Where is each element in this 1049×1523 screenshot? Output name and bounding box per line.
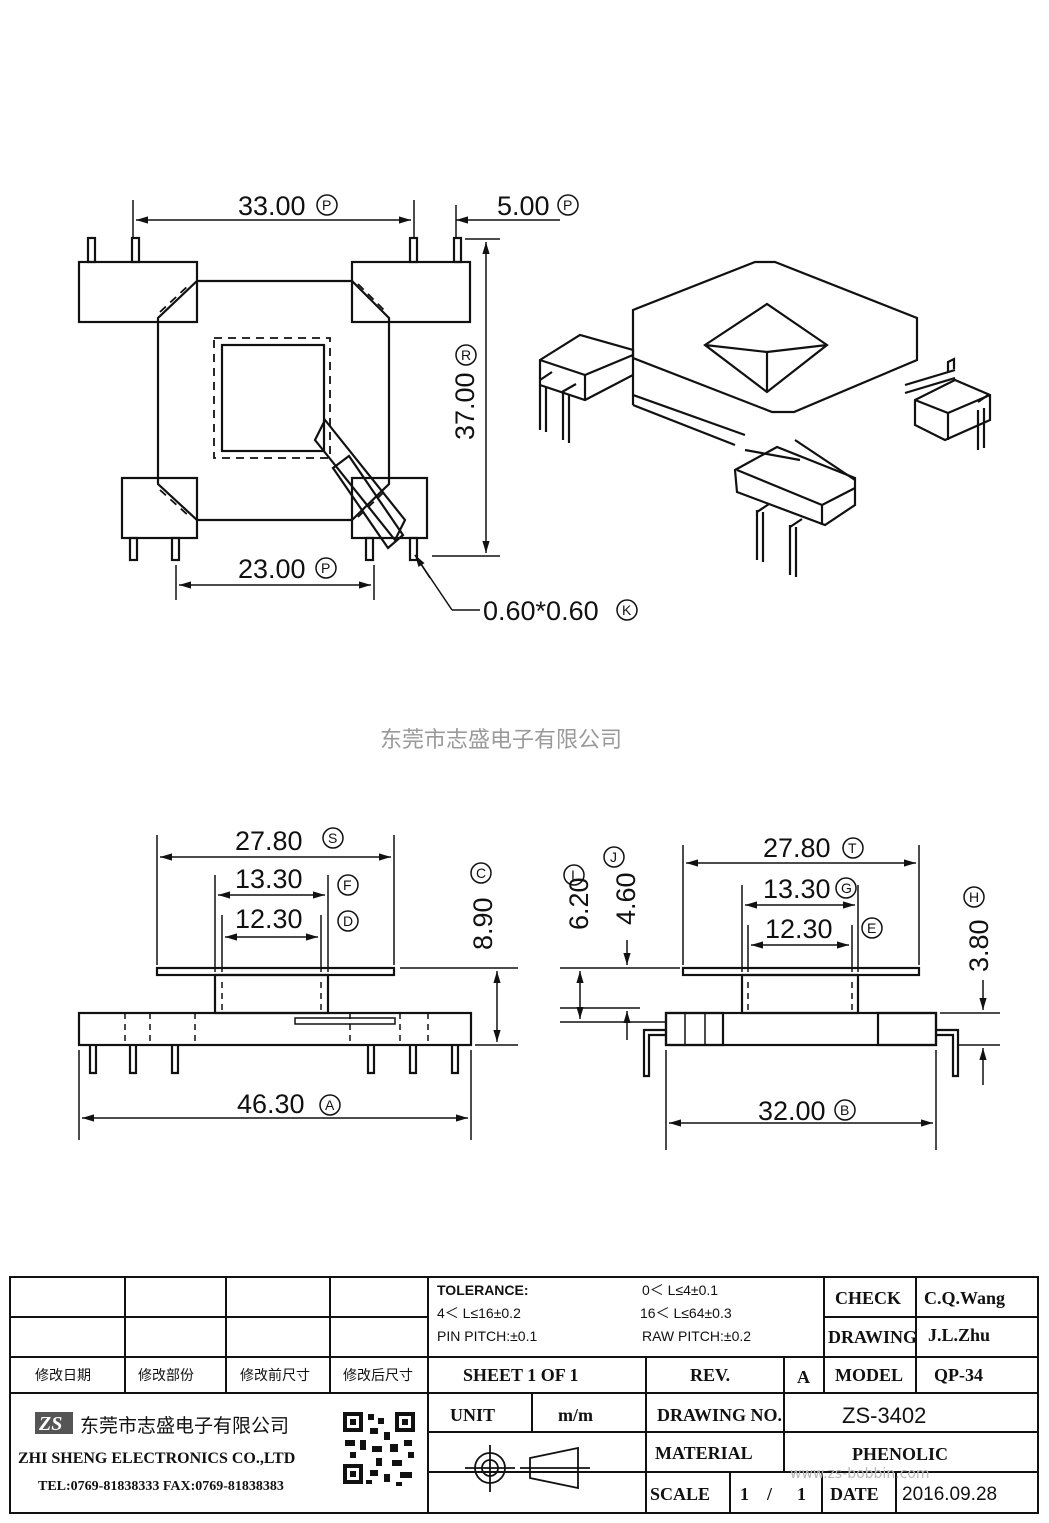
material-value: PHENOLIC (852, 1444, 948, 1464)
front-view (77, 966, 473, 1075)
tolerance-1: 0＜ L≤4±0.1 (642, 1282, 718, 1298)
company-name-cn: 东莞市志盛电子有限公司 (80, 1415, 289, 1437)
dim-pin-size: 0.60*0.60 (483, 596, 599, 626)
url-watermark: www.zs-bobbin.com (790, 1466, 930, 1482)
pin-pitch: PIN PITCH:±0.1 (437, 1328, 537, 1344)
svg-text:D: D (343, 913, 353, 929)
date-label: DATE (830, 1484, 879, 1504)
tolerance-3: 16＜ L≤64±0.3 (640, 1305, 732, 1321)
top-view-wing-rb (350, 476, 429, 540)
svg-text:I: I (571, 867, 575, 883)
svg-text:C: C (476, 865, 486, 881)
isometric-view (538, 260, 992, 577)
svg-text:37.00: 37.00 (450, 372, 480, 440)
dim-front-mid1: 13.30 (235, 864, 303, 894)
drawing-no-value: ZS-3402 (842, 1403, 926, 1428)
dim-tag-circle: P (316, 194, 338, 216)
svg-text:S: S (328, 830, 337, 846)
date-value: 2016.09.28 (902, 1484, 997, 1505)
rev-header-after: 修改后尺寸 (343, 1367, 413, 1383)
svg-text:T: T (848, 840, 857, 856)
top-view-body (156, 279, 391, 522)
rev-value: A (797, 1367, 810, 1387)
model-label: MODEL (835, 1365, 903, 1385)
dim-top-pitch: 23.00 (238, 554, 306, 584)
dim-side-h2: 4.60 (611, 872, 641, 925)
unit-label: UNIT (450, 1405, 495, 1425)
rev-header-before: 修改前尺寸 (240, 1367, 310, 1383)
dim-front-height: 8.90 (468, 897, 498, 950)
dim-top-height: 37.00 (450, 372, 480, 440)
tolerance-2: 4＜ L≤16±0.2 (437, 1305, 521, 1321)
svg-text:6.20: 6.20 (564, 877, 594, 930)
dim-front-mid2: 12.30 (235, 904, 303, 934)
model-value: QP-34 (934, 1365, 983, 1385)
tolerance-label: TOLERANCE: (437, 1282, 529, 1298)
svg-text:H: H (969, 889, 979, 905)
top-view-wing-lb (120, 476, 199, 540)
svg-text:G: G (841, 880, 852, 896)
drawing-label: DRAWING (828, 1327, 917, 1347)
dim-side-mid1: 13.30 (763, 874, 831, 904)
svg-text:3.80: 3.80 (964, 919, 994, 972)
dim-side-base: 32.00 (758, 1096, 826, 1126)
check-label: CHECK (835, 1288, 901, 1308)
svg-text:P: P (563, 197, 572, 213)
dim-side-mid2: 12.30 (765, 914, 833, 944)
qr-code (343, 1412, 415, 1486)
top-view-wing-lt (77, 260, 199, 324)
drawing-no-label: DRAWING NO. (657, 1405, 782, 1425)
company-name-en: ZHI SHENG ELECTRONICS CO.,LTD (18, 1450, 295, 1467)
rev-label: REV. (690, 1365, 730, 1385)
dim-top-pin: 5.00 (497, 191, 550, 221)
dim-side-h1: 6.20 (564, 877, 594, 930)
scale-label: SCALE (650, 1484, 710, 1504)
drawing-value: J.L.Zhu (928, 1325, 990, 1345)
dim-top-width: 33.00 (238, 191, 306, 221)
rev-header-date: 修改日期 (35, 1367, 91, 1383)
side-view (642, 966, 960, 1078)
svg-text:K: K (622, 602, 632, 618)
dim-front-top: 27.80 (235, 826, 303, 856)
projection-symbol (465, 1445, 590, 1492)
svg-text:P: P (321, 560, 330, 576)
scale-value-2: 1 (797, 1484, 806, 1504)
dim-side-h3: 3.80 (964, 919, 994, 972)
svg-text:R: R (461, 347, 471, 363)
scale-value-1: 1 (740, 1484, 749, 1504)
scale-sep: / (766, 1484, 773, 1504)
svg-text:J: J (610, 849, 617, 865)
svg-text:4.60: 4.60 (611, 872, 641, 925)
svg-text:E: E (867, 920, 876, 936)
raw-pitch: RAW PITCH:±0.2 (642, 1328, 751, 1344)
svg-text:ZS: ZS (38, 1413, 62, 1435)
watermark: 东莞市志盛电子有限公司 (380, 728, 622, 753)
svg-text:B: B (840, 1102, 849, 1118)
company-tel: TEL:0769-81838333 FAX:0769-81838383 (38, 1479, 284, 1494)
unit-value: m/m (558, 1405, 593, 1425)
top-view-wing-rt (350, 260, 472, 324)
svg-text:A: A (325, 1097, 335, 1113)
rev-header-part: 修改部份 (138, 1367, 194, 1383)
sheet-label: SHEET 1 OF 1 (463, 1365, 579, 1385)
dim-front-base: 46.30 (237, 1089, 305, 1119)
check-value: C.Q.Wang (924, 1288, 1005, 1308)
company-logo: ZS (35, 1412, 73, 1435)
svg-text:F: F (343, 877, 352, 893)
dim-side-top: 27.80 (763, 833, 831, 863)
top-view-window (220, 343, 326, 453)
svg-text:P: P (322, 197, 331, 213)
svg-text:8.90: 8.90 (468, 897, 498, 950)
material-label: MATERIAL (655, 1443, 753, 1463)
